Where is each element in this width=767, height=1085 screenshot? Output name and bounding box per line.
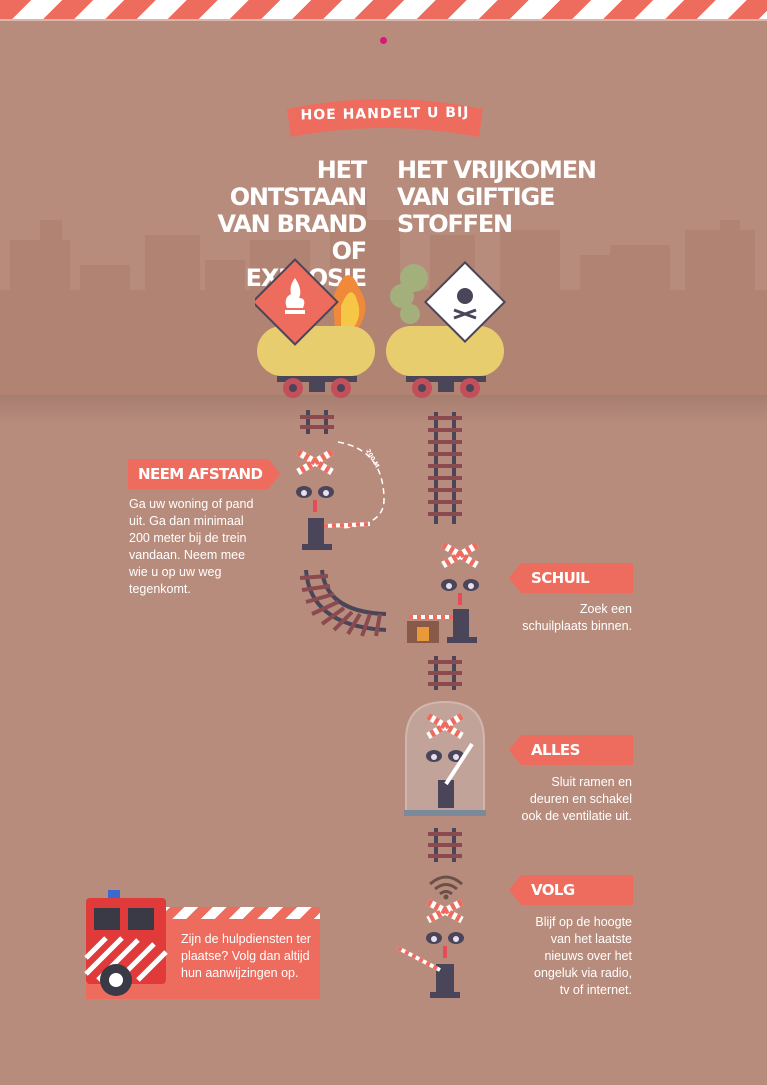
page-dot — [380, 37, 387, 44]
banner-label: HOE HANDELT U BIJ — [300, 104, 470, 124]
level-crossing-character-2 — [407, 543, 479, 643]
step-text-volg-nieuws: Blijf op de hoogte van het laatste nieuw… — [534, 915, 632, 997]
level-crossing-character-news — [397, 875, 464, 998]
step-title-neem-afstand: NEEM AFSTAND — [128, 459, 280, 489]
step-title-volg-nieuws: VOLG NIEUWS — [509, 875, 633, 905]
railway-track-segment — [428, 656, 462, 690]
callout-stripes — [156, 907, 320, 919]
step-text-schuil-binnen: Zoek een schuilplaats binnen. — [522, 602, 632, 633]
railway-track-segment — [300, 410, 334, 434]
glass-dome-crossing-character — [404, 700, 486, 816]
divider — [0, 19, 767, 21]
wifi-icon — [429, 875, 463, 896]
step-text-neem-afstand: Ga uw woning of pand uit. Ga dan minimaa… — [129, 497, 254, 596]
ground-band — [0, 395, 767, 425]
step-text-alles-dicht: Sluit ramen en deuren en schakel ook de … — [521, 775, 633, 823]
railway-track-curve — [299, 569, 387, 637]
step-title-schuil-binnen: SCHUIL BINNEN — [509, 563, 633, 593]
banner-ribbon — [287, 99, 483, 137]
emergency-text: Zijn de hulpdiensten ter plaatse? Volg d… — [181, 932, 311, 980]
fire-truck-illustration — [84, 890, 168, 996]
railway-track-segment — [428, 828, 462, 862]
distance-arc — [337, 441, 385, 529]
railway-track-long — [428, 412, 462, 524]
emergency-callout: Zijn de hulpdiensten ter plaatse? Volg d… — [86, 907, 320, 999]
top-stripe-border — [0, 0, 767, 19]
fire-tank-wagon-illustration — [255, 258, 375, 398]
right-column-title: HET VRIJKOMEN VAN GIFTIGE STOFFEN — [397, 156, 597, 238]
step-title-alles-dicht: ALLES DICHT — [509, 735, 633, 765]
level-crossing-character-1 — [296, 450, 371, 550]
toxic-tank-wagon-illustration — [386, 260, 507, 398]
city-skyline-illustration — [0, 190, 767, 410]
